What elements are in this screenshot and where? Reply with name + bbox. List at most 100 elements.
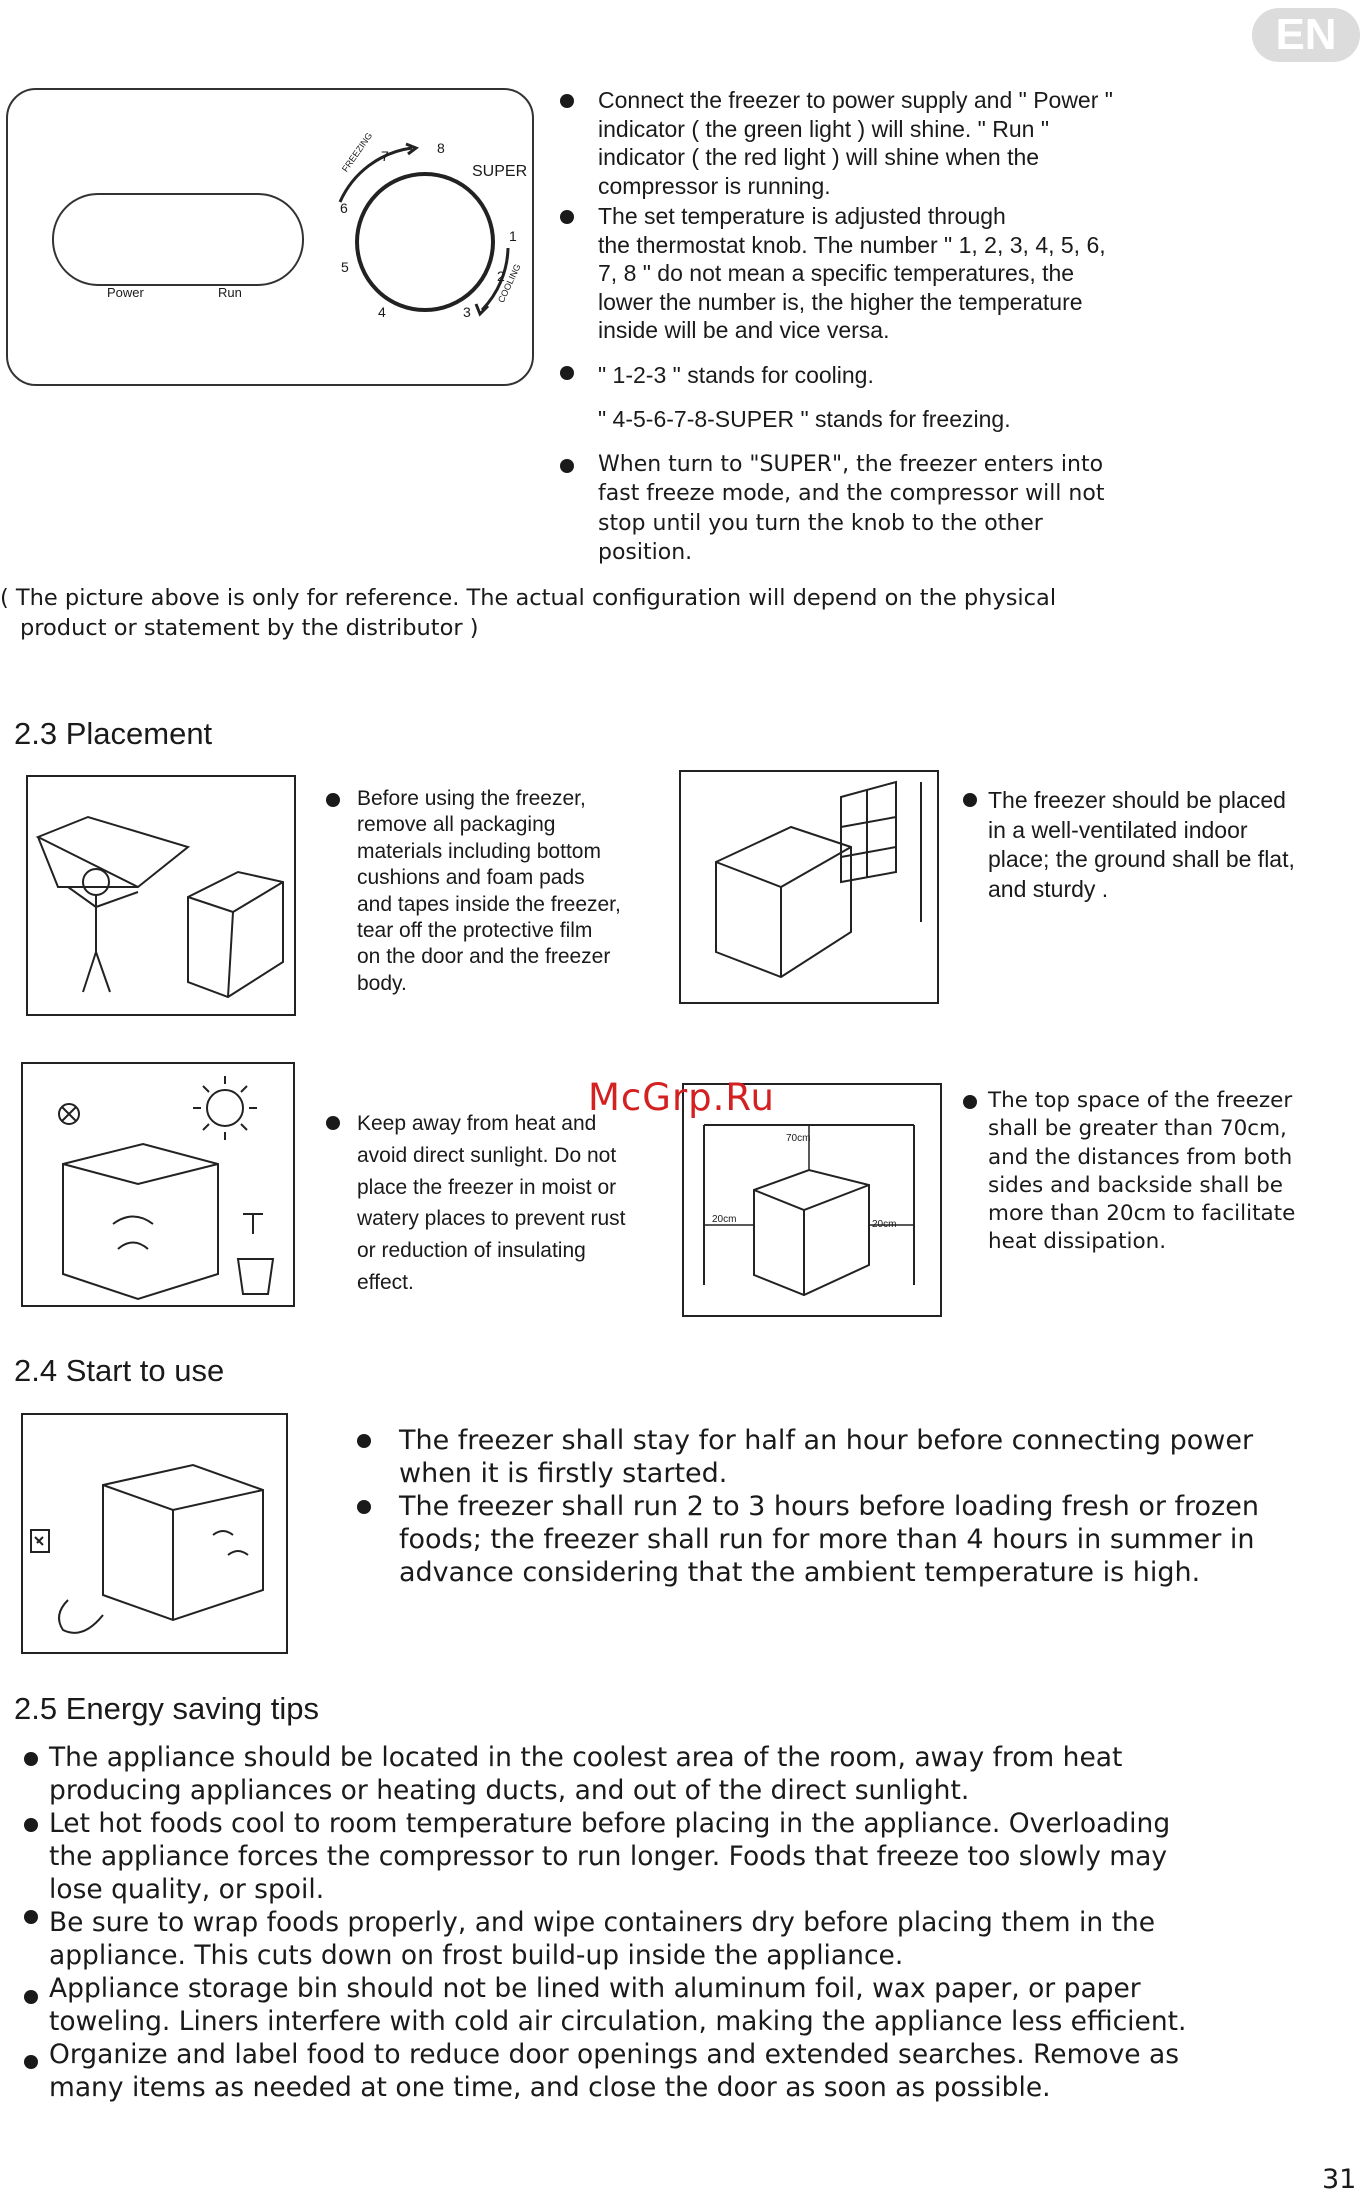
bullet-dot xyxy=(24,1752,38,1766)
text-line: 7, 8 " do not mean a specific temperatur… xyxy=(598,260,1075,287)
bullet-dot xyxy=(24,1818,38,1832)
watermark: McGrp.Ru xyxy=(588,1076,775,1119)
placement-item-4: The top space of the freezer shall be gr… xyxy=(988,1087,1295,1257)
text-line: Let hot foods cool to room temperature b… xyxy=(49,1808,1171,1839)
dial-number-3: 3 xyxy=(463,304,471,320)
text-line: The appliance should be located in the c… xyxy=(49,1742,1123,1773)
bullet-dot xyxy=(357,1434,371,1448)
control-panel-illustration xyxy=(6,88,534,386)
text-line: Appliance storage bin should not be line… xyxy=(49,1973,1141,2004)
placement-item-3: Keep away from heat and avoid direct sun… xyxy=(357,1108,625,1299)
text-line: the thermostat knob. The number " 1, 2, … xyxy=(598,231,1106,258)
bullet-dot xyxy=(24,2055,38,2069)
text-line: When turn to "SUPER", the freezer enters… xyxy=(598,452,1104,477)
dial-number-5: 5 xyxy=(341,259,349,275)
energy-heading: 2.5 Energy saving tips xyxy=(14,1691,320,1726)
bullet-dot xyxy=(560,210,574,224)
intro-sub-line: " 4-5-6-7-8-SUPER " stands for freezing. xyxy=(598,406,1011,432)
energy-item-3: Be sure to wrap foods properly, and wipe… xyxy=(49,1906,1155,1972)
bullet-dot xyxy=(560,94,574,108)
text-line: and the distances from both xyxy=(988,1144,1293,1170)
text-line: indicator ( the red light ) will shine w… xyxy=(598,144,1040,171)
text-line: place the freezer in moist or xyxy=(357,1175,617,1199)
text-line: The freezer should be placed xyxy=(988,787,1286,813)
text-line: position. xyxy=(598,539,693,565)
text-line: in a well-ventilated indoor xyxy=(988,816,1248,843)
text-line: on the door and the freezer xyxy=(357,945,611,969)
text-line: many items as needed at one time, and cl… xyxy=(49,2072,1051,2103)
text-line: cushions and foam pads xyxy=(357,866,585,890)
dial-number-6: 6 xyxy=(340,200,348,216)
bullet-dot xyxy=(560,459,574,473)
text-line: the appliance forces the compressor to r… xyxy=(49,1841,1168,1872)
placement-item-1: Before using the freezer, remove all pac… xyxy=(357,786,621,997)
text-line: lose quality, or spoil. xyxy=(49,1874,325,1905)
energy-item-1: The appliance should be located in the c… xyxy=(49,1741,1122,1807)
dial-number-2: 2 xyxy=(497,268,505,284)
text-line: place; the ground shall be flat, xyxy=(988,846,1295,872)
super-label: SUPER xyxy=(472,163,528,180)
text-line: Be sure to wrap foods properly, and wipe… xyxy=(49,1907,1156,1938)
dial-number-1: 1 xyxy=(509,228,517,244)
heat-sunlight-illustration xyxy=(21,1062,295,1307)
text-line: heat dissipation. xyxy=(988,1229,1167,1255)
text-line: effect. xyxy=(357,1270,414,1294)
run-label: Run xyxy=(218,285,242,300)
energy-item-4: Appliance storage bin should not be line… xyxy=(49,1972,1186,2038)
bullet-dot xyxy=(24,1910,38,1924)
energy-item-5: Organize and label food to reduce door o… xyxy=(49,2038,1179,2104)
dial-number-7: 7 xyxy=(381,148,389,164)
text-line: when it is firstly started. xyxy=(399,1458,728,1489)
text-line: sides and backside shall be xyxy=(988,1172,1284,1198)
text-line: Before using the freezer, xyxy=(357,787,586,810)
indicator-window xyxy=(52,193,304,286)
bullet-dot xyxy=(963,793,977,807)
start-item-2: The freezer shall run 2 to 3 hours befor… xyxy=(399,1490,1259,1589)
start-illustration xyxy=(21,1413,288,1654)
text-line: materials including bottom xyxy=(357,839,601,863)
bullet-dot xyxy=(24,1990,38,2004)
power-label: Power xyxy=(107,285,144,300)
text-line: toweling. Liners interfere with cold air… xyxy=(49,2006,1187,2037)
intro-item-1: Connect the freezer to power supply and … xyxy=(598,86,1113,200)
bullet-dot xyxy=(560,366,574,380)
text-line: inside will be and vice versa. xyxy=(598,317,890,344)
text-line: avoid direct sunlight. Do not xyxy=(357,1143,617,1167)
intro-item-2: The set temperature is adjusted through … xyxy=(598,202,1106,345)
text-line: shall be greater than 70cm, xyxy=(988,1116,1287,1142)
text-line: ( The picture above is only for referenc… xyxy=(0,585,1057,611)
dial-number-4: 4 xyxy=(378,304,386,320)
dimension-top-label: 70cm xyxy=(786,1133,811,1144)
text-line: tear off the protective film xyxy=(357,919,593,943)
dial-number-8: 8 xyxy=(437,140,445,156)
text-line: advance considering that the ambient tem… xyxy=(399,1557,1201,1588)
language-badge: EN xyxy=(1252,8,1360,62)
intro-item-4: When turn to "SUPER", the freezer enters… xyxy=(598,450,1104,567)
text-line: indicator ( the green light ) will shine… xyxy=(598,115,1049,142)
intro-item-3: " 1-2-3 " stands for cooling. xyxy=(598,361,874,390)
text-line: product or statement by the distributor … xyxy=(20,615,479,641)
text-line: The set temperature is adjusted through xyxy=(598,203,1006,229)
text-line: The freezer shall run 2 to 3 hours befor… xyxy=(399,1491,1259,1522)
text-line: lower the number is, the higher the temp… xyxy=(598,288,1083,315)
text-line: foods; the freezer shall run for more th… xyxy=(399,1524,1255,1555)
text-line: The freezer shall stay for half an hour … xyxy=(399,1425,1254,1456)
dimension-left-label: 20cm xyxy=(712,1214,737,1225)
text-line: Connect the freezer to power supply and … xyxy=(598,87,1113,113)
placement-heading: 2.3 Placement xyxy=(14,716,213,751)
text-line: " 1-2-3 " stands for cooling. xyxy=(598,362,874,388)
dimension-right-label: 20cm xyxy=(872,1219,897,1230)
text-line: The top space of the freezer xyxy=(988,1088,1293,1113)
text-line: fast freeze mode, and the compressor wil… xyxy=(598,481,1105,507)
text-line: Keep away from heat and xyxy=(357,1112,597,1135)
text-line: and sturdy . xyxy=(988,875,1109,902)
clearance-illustration xyxy=(682,1083,942,1317)
text-line: Organize and label food to reduce door o… xyxy=(49,2039,1180,2070)
unpacking-illustration xyxy=(26,775,296,1016)
page-number: 31 xyxy=(1322,2164,1357,2195)
bullet-dot xyxy=(326,793,340,807)
ventilated-room-illustration xyxy=(679,770,939,1004)
bullet-dot xyxy=(326,1116,340,1130)
text-line: appliance. This cuts down on frost build… xyxy=(49,1940,904,1971)
bullet-dot xyxy=(963,1095,977,1109)
